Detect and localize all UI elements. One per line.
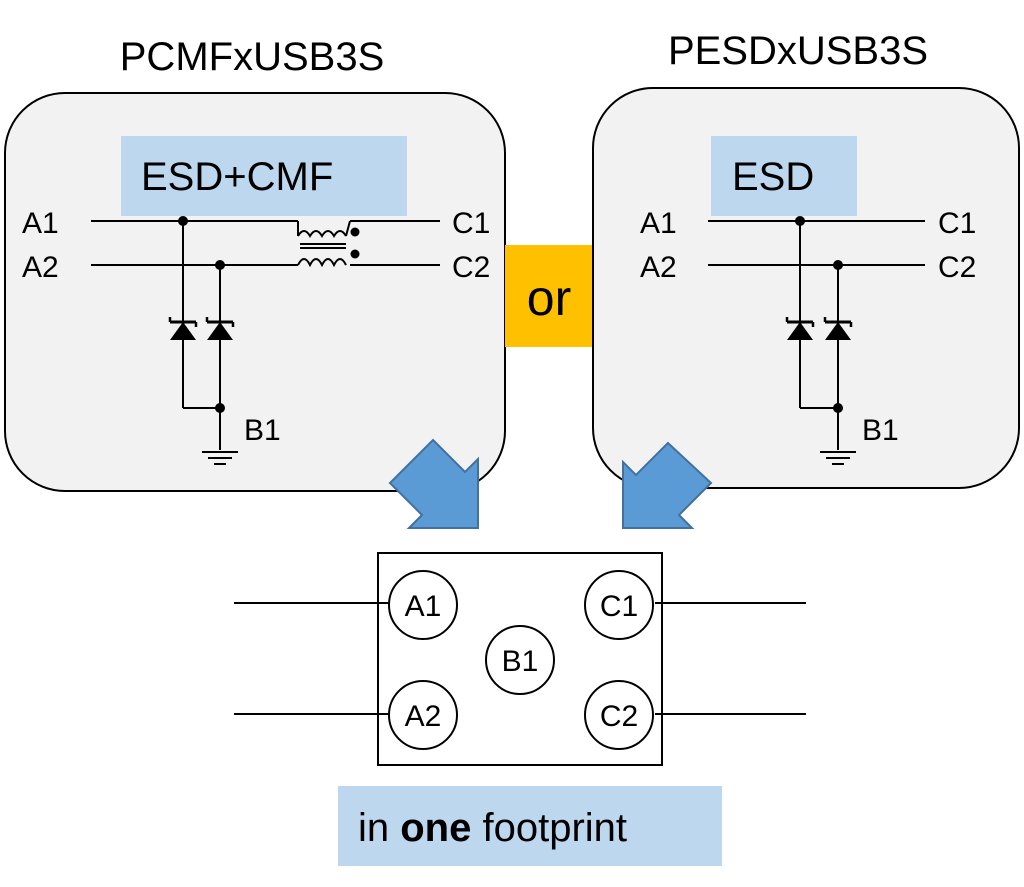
footprint-label-c2: C2	[600, 700, 638, 733]
or-connector	[505, 245, 593, 347]
or-label: or	[527, 270, 571, 326]
footprint-pad-c2	[584, 680, 654, 750]
right-function-label-box	[711, 136, 857, 216]
left-down-arrow-icon	[388, 438, 479, 529]
left-pin-b1: B1	[244, 414, 281, 447]
left-pin-c2: C2	[452, 251, 490, 284]
left-block-title: PCMFxUSB3S	[120, 35, 385, 79]
right-block-panel	[592, 87, 1020, 489]
caption-box	[338, 786, 722, 866]
footprint-pad-a2	[388, 680, 458, 750]
footprint-label-b1: B1	[502, 645, 539, 678]
right-pin-a2: A2	[640, 251, 677, 284]
left-junction-b1	[215, 403, 225, 413]
caption-text: in one footprint	[358, 806, 627, 850]
right-pin-c1: C1	[938, 207, 976, 240]
footprint-pad-b1	[485, 625, 555, 695]
left-coil-dot-2	[350, 249, 360, 259]
left-function-label-box	[121, 136, 407, 216]
caption-pre: in	[358, 806, 400, 850]
right-pin-a1: A1	[640, 207, 677, 240]
left-pin-a2: A2	[22, 251, 59, 284]
footprint-label-a2: A2	[405, 700, 442, 733]
right-junction-b1	[833, 403, 843, 413]
left-pin-a1: A1	[22, 207, 59, 240]
caption-bold: one	[400, 806, 471, 850]
left-junction-a1	[178, 216, 188, 226]
right-junction-a2	[833, 260, 843, 270]
left-coil-dot-1	[350, 227, 360, 237]
caption-post: footprint	[471, 806, 627, 850]
right-down-arrow-icon	[622, 441, 713, 529]
right-pin-b1: B1	[862, 414, 899, 447]
right-pin-c2: C2	[938, 251, 976, 284]
footprint-label-a1: A1	[405, 590, 442, 623]
footprint-traces	[234, 602, 806, 715]
right-function-label: ESD	[732, 155, 814, 199]
footprint-label-c1: C1	[600, 590, 638, 623]
footprint-pad-c1	[584, 570, 654, 640]
left-junction-a2	[215, 260, 225, 270]
left-pin-c1: C1	[452, 207, 490, 240]
left-function-label: ESD+CMF	[141, 155, 333, 199]
right-block-title: PESDxUSB3S	[668, 29, 928, 73]
footprint-pad-a1	[388, 570, 458, 640]
right-junction-a1	[795, 216, 805, 226]
